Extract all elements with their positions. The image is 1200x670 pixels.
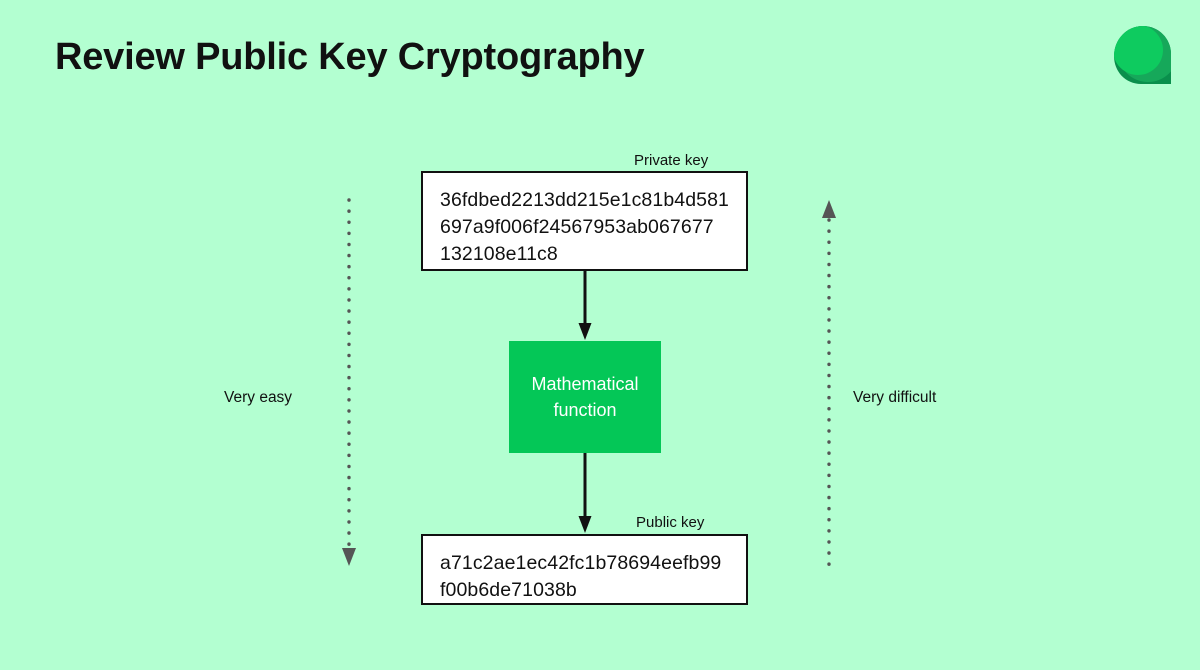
public-key-box: a71c2ae1ec42fc1b78694eefb99 f00b6de71038… [421, 534, 748, 605]
mathematical-function-box: Mathematical function [509, 341, 661, 453]
very-difficult-direction-arrow [821, 198, 837, 568]
private-key-box: 36fdbed2213dd215e1c81b4d581 697a9f006f24… [421, 171, 748, 271]
very-difficult-label: Very difficult [853, 389, 937, 406]
public-key-caption: Public key [636, 514, 705, 531]
very-easy-label: Very easy [224, 389, 293, 406]
dotted-down-arrow-icon [342, 198, 356, 566]
arrow-private-to-function [578, 271, 592, 341]
private-key-caption: Private key [634, 152, 709, 169]
public-key-value: a71c2ae1ec42fc1b78694eefb99 f00b6de71038… [440, 552, 722, 601]
very-easy-direction-arrow [341, 198, 357, 568]
private-key-value: 36fdbed2213dd215e1c81b4d581 697a9f006f24… [440, 189, 729, 265]
down-arrow-icon [578, 453, 592, 533]
dotted-up-arrow-icon [822, 200, 836, 568]
arrow-function-to-public [578, 453, 592, 534]
mathematical-function-label: Mathematical function [531, 374, 639, 420]
down-arrow-icon [578, 271, 592, 340]
page-title: Review Public Key Cryptography [55, 36, 645, 78]
leaf-logo-icon [1114, 26, 1171, 84]
leaf-logo [1112, 24, 1174, 88]
